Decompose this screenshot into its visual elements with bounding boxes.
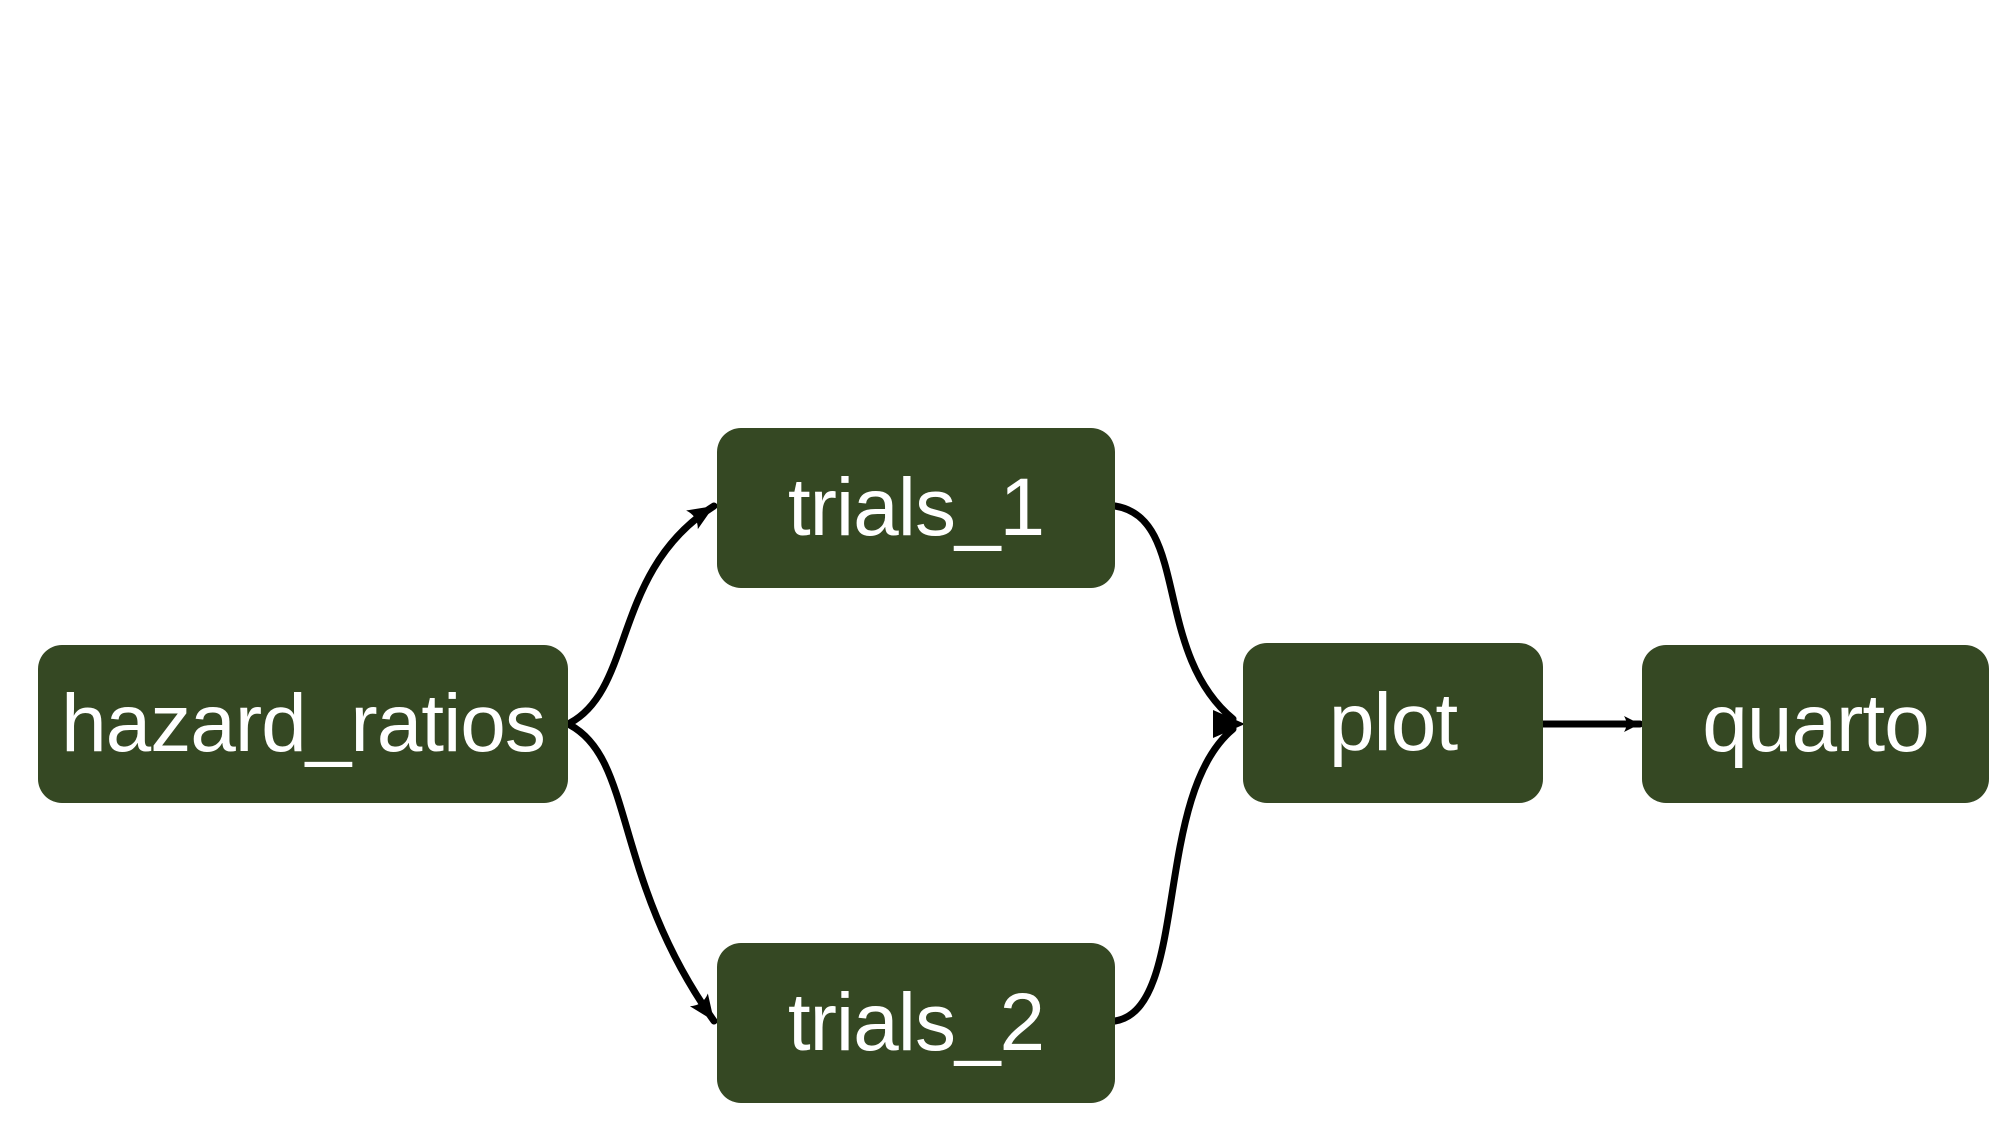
node-label: hazard_ratios [61, 678, 546, 769]
edge-trials_2-to-plot [1111, 725, 1237, 1025]
edge-hazard_ratios-to-trials_1 [566, 502, 718, 727]
node-label: plot [1328, 677, 1458, 768]
node-label: trials_1 [787, 462, 1045, 553]
node-hazard-ratios: hazard_ratios [38, 645, 568, 803]
node-trials-2: trials_2 [717, 943, 1115, 1103]
edge-trials_1-to-plot [1111, 502, 1237, 723]
node-trials-1: trials_1 [717, 428, 1115, 588]
node-plot: plot [1243, 643, 1543, 803]
node-quarto: quarto [1642, 645, 1989, 803]
arrowhead-icon [1213, 710, 1245, 738]
node-label: quarto [1702, 678, 1930, 769]
edge-hazard_ratios-to-trials_2 [566, 721, 718, 1025]
node-label: trials_2 [787, 977, 1045, 1068]
